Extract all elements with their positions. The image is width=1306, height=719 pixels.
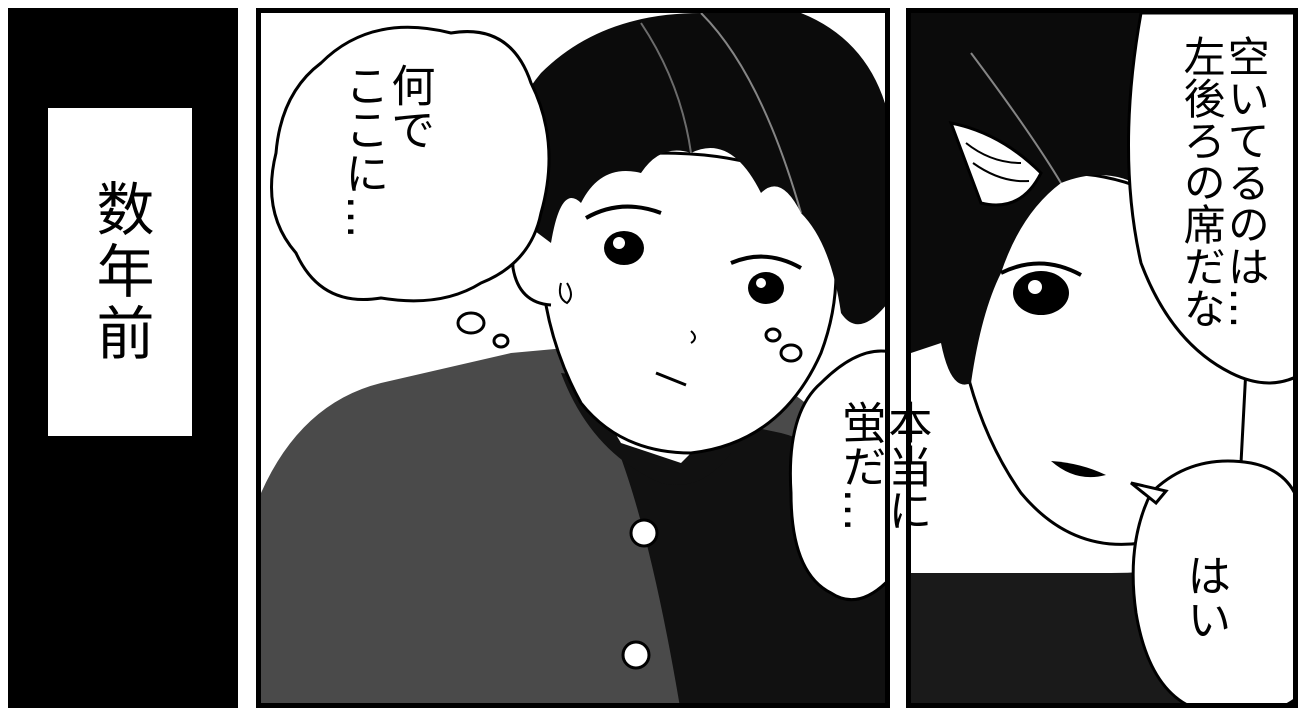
- speech-text-top: 空いてるのは… 左後ろの席だな: [1177, 35, 1271, 329]
- uniform-button-icon: [621, 640, 651, 670]
- horn-icon: [948, 120, 1043, 207]
- speech-bubble-bottom: [1131, 459, 1293, 703]
- panel-caption: 数年前: [8, 8, 238, 708]
- speech-bubble-mid: [788, 349, 885, 602]
- speech-bubble-top: [1127, 13, 1293, 385]
- girl-illustration: [911, 13, 1293, 703]
- speech-text-bottom: はい: [1179, 553, 1231, 641]
- uniform-button-icon: [629, 518, 659, 548]
- thought-text: 何で ここに…: [337, 63, 435, 239]
- caption-text: 数年前: [86, 179, 155, 365]
- thought-bubble: [270, 25, 551, 303]
- caption-box: 数年前: [48, 108, 192, 436]
- speech-text-mid: 本当に 蛍だ…: [834, 400, 932, 532]
- panel-boy: 何で ここに…: [256, 8, 890, 708]
- panel-girl: 空いてるのは… 左後ろの席だな はい: [906, 8, 1298, 708]
- boy-illustration: [261, 13, 885, 703]
